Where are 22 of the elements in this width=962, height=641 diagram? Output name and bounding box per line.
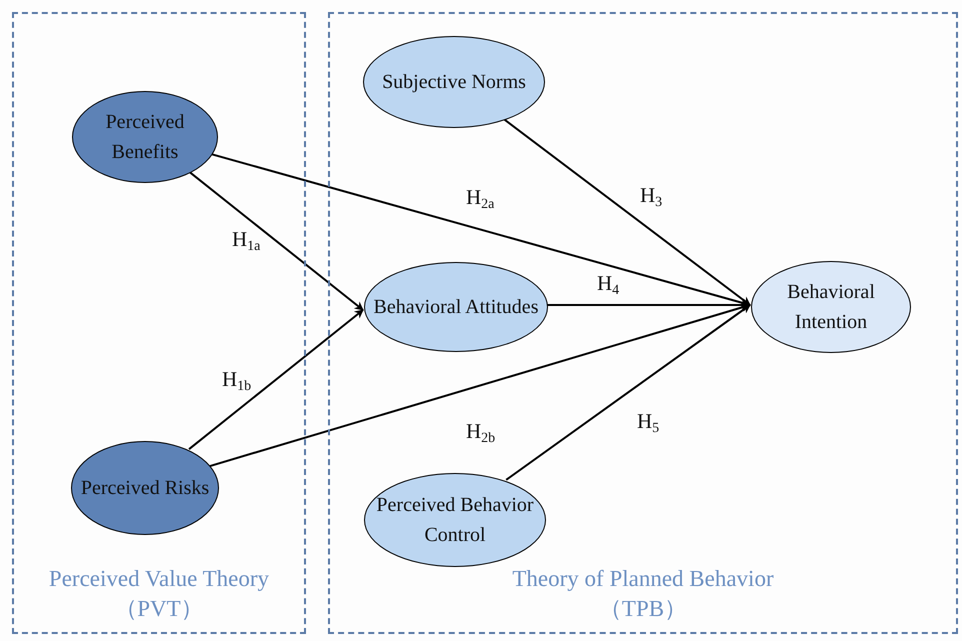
node-label: Perceived Benefits: [104, 110, 186, 165]
edge-label: H$_{4}$: [597, 270, 620, 296]
edge-label: H$_{2b}$: [466, 418, 496, 444]
node-label: Behavioral Intention: [786, 280, 876, 335]
edge-label: H$_{3}$: [640, 182, 662, 208]
dashed-panel: [12, 12, 306, 634]
panel-title: Perceived Value Theory （PVT）: [48, 565, 270, 623]
node-label: Perceived Risks: [80, 476, 210, 501]
edge-label: H$_{5}$: [637, 408, 660, 434]
edge-label: H$_{1a}$: [232, 226, 260, 252]
arrow: [210, 303, 751, 467]
edge-label: H$_{2a}$: [466, 184, 494, 210]
edge-label: H$_{1b}$: [222, 366, 252, 392]
arrow: [188, 309, 364, 450]
arrow: [506, 304, 751, 481]
panel-title: Theory of Planned Behavior （TPB）: [511, 565, 775, 623]
arrow: [502, 117, 751, 306]
arrow: [188, 170, 364, 311]
node-label: Behavioral Attitudes: [374, 295, 538, 320]
dashed-panel: [328, 12, 958, 634]
node-label: Perceived Behavior Control: [375, 493, 535, 548]
node-label: Subjective Norms: [382, 70, 526, 95]
